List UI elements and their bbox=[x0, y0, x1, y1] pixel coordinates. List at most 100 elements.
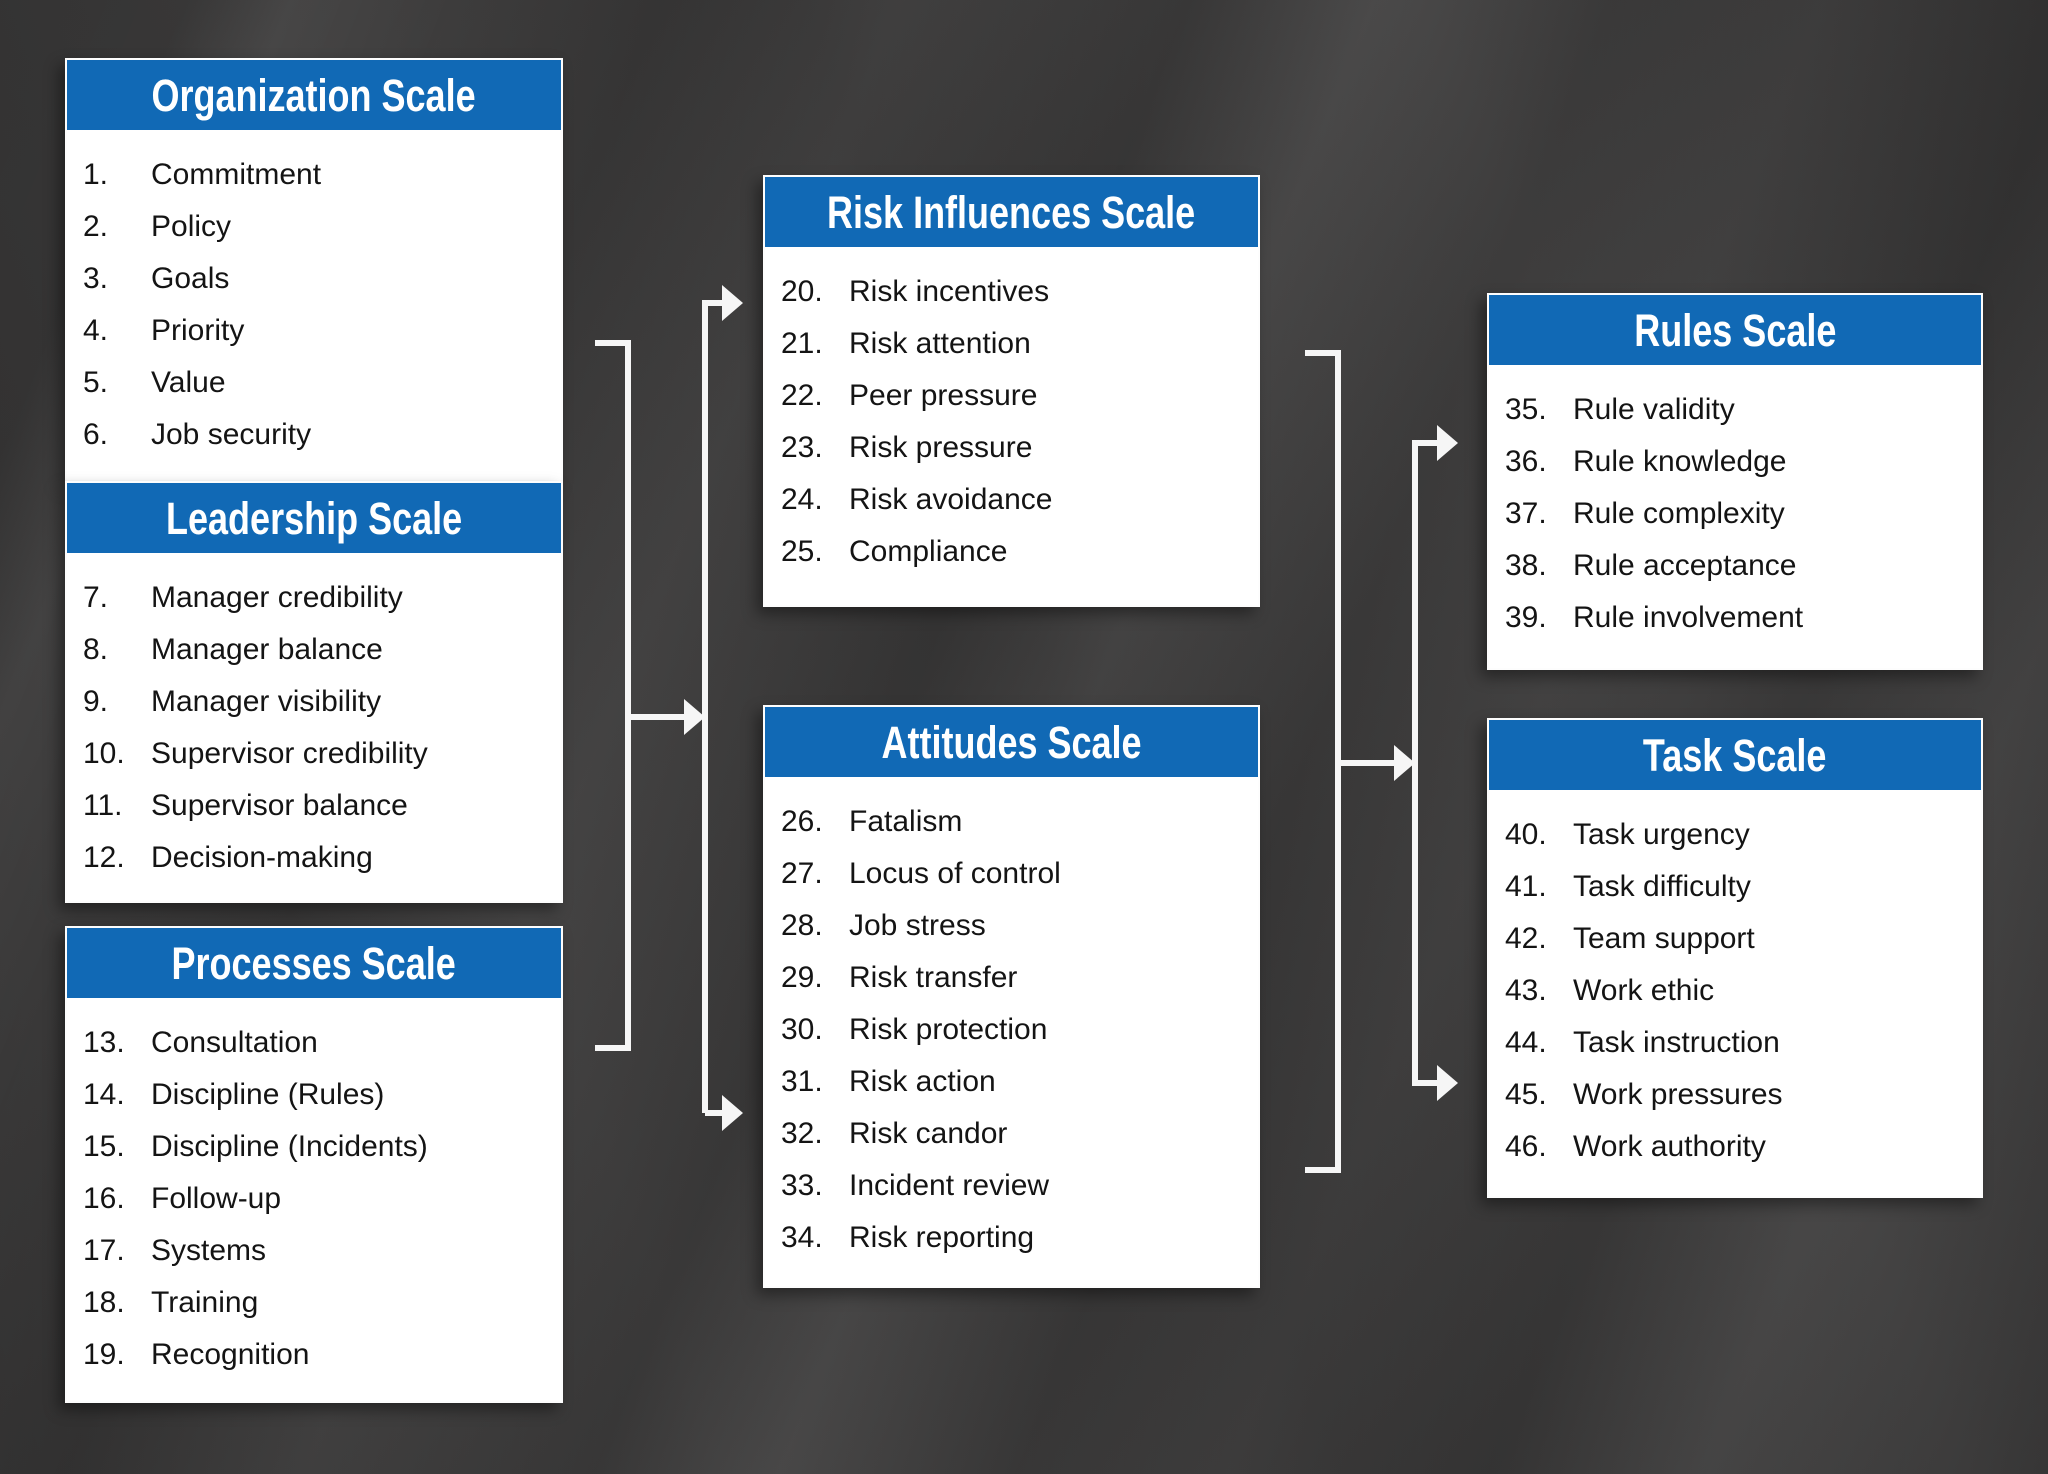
scale-item: 26. Fatalism bbox=[781, 796, 1252, 848]
processes-scale-list: 13. Consultation 14. Discipline (Rules) … bbox=[67, 998, 561, 1381]
item-label: Recognition bbox=[151, 1338, 310, 1371]
item-number: 42. bbox=[1505, 922, 1547, 955]
scale-item: 14. Discipline (Rules) bbox=[83, 1069, 555, 1121]
item-label: Policy bbox=[151, 210, 232, 243]
item-number: 37. bbox=[1505, 497, 1547, 530]
item-number: 6. bbox=[83, 418, 109, 451]
item-number: 15. bbox=[83, 1130, 125, 1163]
item-number: 9. bbox=[83, 685, 109, 718]
scale-item: 28. Job stress bbox=[781, 900, 1252, 952]
scale-item: 36. Rule knowledge bbox=[1505, 436, 1975, 488]
scale-item: 44. Task instruction bbox=[1505, 1017, 1975, 1069]
scale-item: 11. Supervisor balance bbox=[83, 780, 555, 832]
item-number: 30. bbox=[781, 1013, 823, 1046]
organization-scale-header: Organization Scale bbox=[67, 60, 561, 130]
item-number: 46. bbox=[1505, 1130, 1547, 1163]
processes-scale-title: Processes Scale bbox=[171, 937, 457, 989]
item-number: 18. bbox=[83, 1286, 125, 1319]
item-number: 4. bbox=[83, 314, 109, 347]
item-label: Incident review bbox=[849, 1169, 1050, 1202]
item-label: Discipline (Incidents) bbox=[151, 1130, 428, 1163]
item-label: Risk action bbox=[849, 1065, 996, 1098]
scale-item: 19. Recognition bbox=[83, 1329, 555, 1381]
item-number: 17. bbox=[83, 1234, 125, 1267]
item-label: Goals bbox=[151, 262, 230, 295]
item-label: Risk pressure bbox=[849, 431, 1033, 464]
item-label: Task urgency bbox=[1573, 818, 1750, 851]
item-label: Manager visibility bbox=[151, 685, 382, 718]
scale-item: 30. Risk protection bbox=[781, 1004, 1252, 1056]
scale-item: 23. Risk pressure bbox=[781, 422, 1252, 474]
item-number: 10. bbox=[83, 737, 125, 770]
item-number: 11. bbox=[83, 789, 123, 822]
item-label: Training bbox=[151, 1286, 259, 1319]
scale-item: 45. Work pressures bbox=[1505, 1069, 1975, 1121]
scale-item: 7. Manager credibility bbox=[83, 572, 555, 624]
scale-item: 37. Rule complexity bbox=[1505, 488, 1975, 540]
left-bracket-line bbox=[595, 340, 631, 1051]
item-label: Priority bbox=[151, 314, 245, 347]
item-number: 24. bbox=[781, 483, 823, 516]
scale-item: 29. Risk transfer bbox=[781, 952, 1252, 1004]
leadership-scale-title: Leadership Scale bbox=[165, 492, 463, 544]
middle-column-arrowheads bbox=[1394, 425, 1458, 1101]
item-number: 41. bbox=[1505, 870, 1547, 903]
item-label: Peer pressure bbox=[849, 379, 1038, 412]
task-scale-title: Task Scale bbox=[1643, 729, 1827, 781]
item-label: Job stress bbox=[849, 909, 986, 942]
arrow-to-risk-influences-icon bbox=[722, 285, 743, 321]
item-number: 25. bbox=[781, 535, 823, 568]
arrow-to-task-icon bbox=[1437, 1065, 1458, 1101]
scale-item: 15. Discipline (Incidents) bbox=[83, 1121, 555, 1173]
item-number: 38. bbox=[1505, 549, 1547, 582]
scale-item: 41. Task difficulty bbox=[1505, 861, 1975, 913]
risk-influences-scale-box: Risk Influences Scale 20. Risk incentive… bbox=[763, 175, 1260, 607]
attitudes-scale-list: 26. Fatalism 27. Locus of control 28. Jo… bbox=[765, 777, 1258, 1264]
organization-scale-list: 1. Commitment 2. Policy 3. Goals 4. Prio… bbox=[67, 130, 561, 461]
left-column-bracket bbox=[595, 300, 722, 1116]
item-number: 27. bbox=[781, 857, 823, 890]
item-number: 43. bbox=[1505, 974, 1547, 1007]
item-number: 40. bbox=[1505, 818, 1547, 851]
item-number: 7. bbox=[83, 581, 109, 614]
leadership-scale-header: Leadership Scale bbox=[67, 483, 561, 553]
risk-influences-scale-header: Risk Influences Scale bbox=[765, 177, 1258, 247]
right-bracket-line bbox=[1305, 350, 1341, 1173]
item-label: Rule validity bbox=[1573, 393, 1735, 426]
item-number: 23. bbox=[781, 431, 823, 464]
item-label: Job security bbox=[151, 418, 312, 451]
item-label: Value bbox=[151, 366, 226, 399]
item-label: Manager credibility bbox=[151, 581, 403, 614]
scale-item: 9. Manager visibility bbox=[83, 676, 555, 728]
item-number: 19. bbox=[83, 1338, 125, 1371]
scale-item: 27. Locus of control bbox=[781, 848, 1252, 900]
scale-item: 16. Follow-up bbox=[83, 1173, 555, 1225]
item-label: Consultation bbox=[151, 1026, 318, 1059]
item-label: Discipline (Rules) bbox=[151, 1078, 385, 1111]
item-label: Task difficulty bbox=[1573, 870, 1751, 903]
scale-item: 4. Priority bbox=[83, 305, 555, 357]
scale-item: 6. Job security bbox=[83, 409, 555, 461]
organization-scale-title: Organization Scale bbox=[151, 69, 477, 121]
item-number: 44. bbox=[1505, 1026, 1547, 1059]
processes-scale-header: Processes Scale bbox=[67, 928, 561, 998]
arrow-to-attitudes-icon bbox=[722, 1095, 743, 1131]
item-number: 34. bbox=[781, 1221, 823, 1254]
task-scale-box: Task Scale 40. Task urgency 41. Task dif… bbox=[1487, 718, 1983, 1198]
scale-item: 5. Value bbox=[83, 357, 555, 409]
task-scale-list: 40. Task urgency 41. Task difficulty 42.… bbox=[1489, 790, 1981, 1173]
item-label: Fatalism bbox=[849, 805, 963, 838]
arrow-to-rules-icon bbox=[1437, 425, 1458, 461]
item-number: 8. bbox=[83, 633, 109, 666]
left-distributor-line bbox=[702, 300, 722, 1113]
item-number: 16. bbox=[83, 1182, 125, 1215]
item-number: 1. bbox=[83, 158, 109, 191]
scale-item: 10. Supervisor credibility bbox=[83, 728, 555, 780]
item-number: 20. bbox=[781, 275, 823, 308]
scale-item: 18. Training bbox=[83, 1277, 555, 1329]
item-number: 28. bbox=[781, 909, 823, 942]
leadership-scale-box: Leadership Scale 7. Manager credibility … bbox=[65, 481, 563, 903]
item-number: 32. bbox=[781, 1117, 823, 1150]
item-number: 35. bbox=[1505, 393, 1547, 426]
